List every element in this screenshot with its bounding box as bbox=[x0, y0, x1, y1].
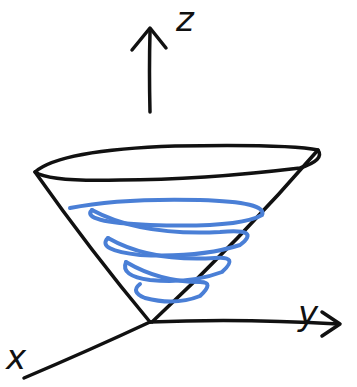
z-axis bbox=[148, 32, 152, 112]
axis-label: y bbox=[298, 296, 318, 330]
spiral bbox=[70, 200, 262, 302]
y-arrowhead bbox=[322, 312, 340, 336]
cone-side bbox=[152, 150, 318, 322]
x-axis bbox=[24, 322, 150, 378]
axis-label: x bbox=[6, 340, 26, 374]
z-arrowhead bbox=[132, 28, 166, 50]
cone-rim bbox=[35, 146, 320, 181]
axis-label: z bbox=[176, 2, 194, 36]
